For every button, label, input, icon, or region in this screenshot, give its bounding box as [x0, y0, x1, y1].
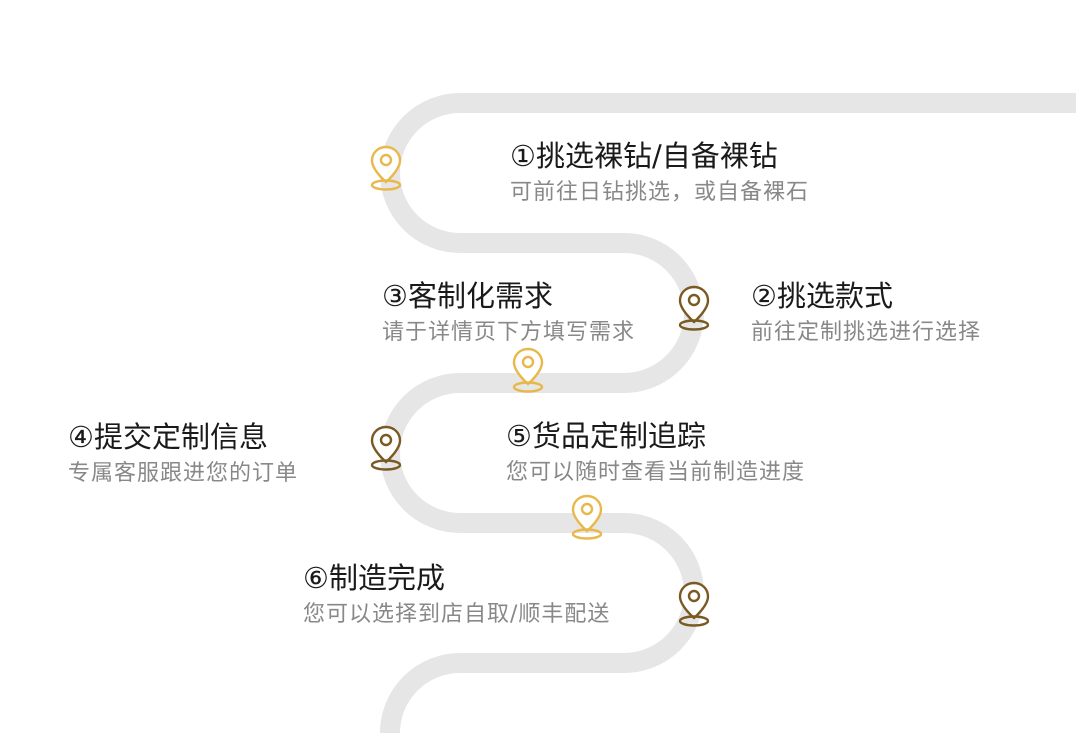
- step-2-title: ②挑选款式: [751, 279, 893, 313]
- road-curve: [380, 93, 1076, 734]
- step-4: ④提交定制信息 专属客服跟进您的订单: [68, 419, 298, 489]
- map-pin-icon: [678, 581, 710, 627]
- step-4-desc: 专属客服跟进您的订单: [68, 461, 299, 486]
- step-2: ②挑选款式 前往定制挑选进行选择: [751, 278, 981, 348]
- step-3-desc: 请于详情页下方填写需求: [382, 320, 636, 345]
- map-pin-icon: [678, 285, 710, 331]
- step-5-title: ⑤货品定制追踪: [506, 419, 706, 453]
- step-3-title: ③客制化需求: [382, 279, 553, 313]
- step-5-desc: 您可以随时查看当前制造进度: [506, 460, 806, 485]
- step-5: ⑤货品定制追踪 您可以随时查看当前制造进度: [506, 418, 805, 488]
- step-1: ①挑选裸钻/自备裸钻 可前往日钻挑选，或自备裸石: [510, 138, 809, 208]
- step-6-title: ⑥制造完成: [303, 561, 445, 595]
- step-2-desc: 前往定制挑选进行选择: [751, 320, 982, 345]
- step-4-title: ④提交定制信息: [68, 420, 268, 454]
- map-pin-icon: [512, 347, 544, 393]
- map-pin-icon: [370, 145, 402, 191]
- step-3: ③客制化需求 请于详情页下方填写需求: [382, 278, 635, 348]
- step-6-desc: 您可以选择到店自取/顺丰配送: [303, 602, 611, 627]
- step-1-desc: 可前往日钻挑选，或自备裸石: [510, 180, 810, 205]
- step-1-title: ①挑选裸钻/自备裸钻: [510, 139, 778, 173]
- step-6: ⑥制造完成 您可以选择到店自取/顺丰配送: [303, 560, 610, 630]
- map-pin-icon: [571, 494, 603, 540]
- map-pin-icon: [370, 425, 402, 471]
